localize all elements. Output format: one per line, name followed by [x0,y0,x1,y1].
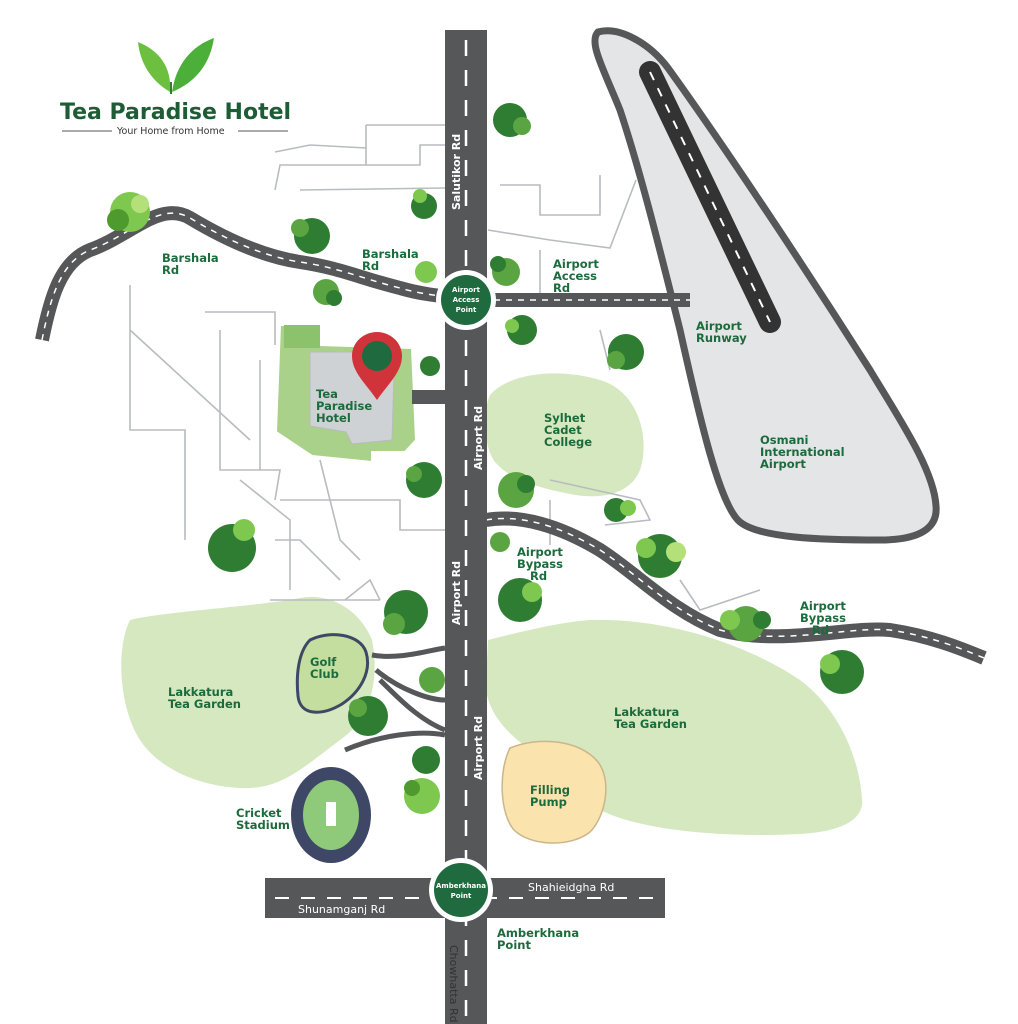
access-badge-line-1: Airport [452,286,481,294]
hotel-label-2: Paradise [316,399,372,413]
bypass-right-label-2: Bypass [800,611,846,625]
airport-road-label-upper: Airport Rd [472,406,485,470]
golf-label-2: Club [310,667,339,681]
osmani-label-2: International [760,445,845,459]
airport-runway [639,61,781,333]
bypass-right-label-1: Airport [800,599,846,613]
golf-club-area [295,633,369,714]
amberkhana-label-2: Point [497,938,531,952]
airport-access-label-3: Rd [553,281,570,295]
tree-icon [498,472,535,508]
barshala-road [35,206,461,342]
map-pin-icon[interactable] [352,332,402,400]
airport-road-label-lower: Airport Rd [472,716,485,780]
golf-connector-roads [344,645,446,753]
tree-icon [404,746,440,814]
pump-label-2: Pump [530,795,567,809]
hotel-label-3: Hotel [316,411,351,425]
cadet-label-1: Sylhet [544,411,586,425]
brand-tagline: Your Home from Home [116,126,225,137]
airport-bypass-road [484,511,987,665]
salutikor-road-label: Salutikor Rd [450,134,463,210]
tree-icon [107,192,150,232]
tree-icon [208,519,256,572]
runway-label-2: Runway [696,331,747,345]
tree-icon [383,590,428,635]
hotel-logo: Tea Paradise Hotel Your Home from Home [60,38,291,137]
airport-access-point-badge[interactable]: Airport Access Point [436,270,496,330]
runway-label-1: Airport [696,319,742,333]
tree-icon [420,356,440,376]
cadet-label-2: Cadet [544,423,582,437]
tree-icon [498,578,542,622]
bypass-mid-label-2: Bypass [517,557,563,571]
chowhatta-road-label: Chowhatta Rd [447,945,460,1023]
tea-left-label-2: Tea Garden [168,697,241,711]
pump-label-1: Filling [530,783,570,797]
shahieidgha-road-label: Shahieidgha Rd [528,881,614,894]
tea-right-label-2: Tea Garden [614,717,687,731]
amber-badge-line-1: Amberkhana [436,882,486,890]
access-badge-line-2: Access [453,296,480,304]
osmani-label-1: Osmani [760,433,809,447]
tree-icon [348,696,388,736]
tree-icon [493,103,531,137]
stadium-label-1: Cricket [236,806,282,820]
tree-icon [604,498,636,522]
stadium-label-2: Stadium [236,818,290,832]
bypass-mid-label-1: Airport [517,545,563,559]
hotel-label-1: Tea [316,387,338,401]
tea-left-label-1: Lakkatura [168,685,233,699]
cadet-label-3: College [544,435,592,449]
tree-icon [505,315,537,345]
airport-access-label-1: Airport [553,257,599,271]
hotel-access-road [412,390,448,404]
bypass-mid-label-3: Rd [530,569,547,583]
barshala-mid-label-2: Rd [362,259,379,273]
minor-roads [129,124,761,611]
shunamganj-road-label: Shunamganj Rd [298,903,385,916]
barshala-left-label-1: Barshala [162,251,219,265]
amberkhana-point-badge[interactable]: Amberkhana Point [429,858,493,922]
bypass-right-label-3: Rd [812,623,829,637]
airport-access-label-2: Access [553,269,597,283]
tree-icon [406,462,442,498]
tree-icon [607,334,644,370]
leaf-icon [138,42,171,92]
golf-label-1: Golf [310,655,337,669]
area-labels: Barshala Rd Barshala Rd Airport Access R… [162,247,846,952]
tree-icon [291,218,330,254]
leaf-icon-2 [172,38,214,92]
tree-icon [419,667,445,693]
tree-icon [415,261,437,283]
tree-icon [490,256,520,286]
airport-road-label-middle: Airport Rd [450,561,463,625]
brand-name: Tea Paradise Hotel [60,100,291,125]
tree-icon [636,534,686,578]
tree-icon [411,189,437,219]
tree-icon [720,606,771,642]
cricket-stadium [291,767,371,863]
airport-area [591,27,940,544]
barshala-mid-label-1: Barshala [362,247,419,261]
osmani-label-3: Airport [760,457,806,471]
amber-badge-line-2: Point [451,892,472,900]
tree-icon [490,532,510,552]
tea-right-label-1: Lakkatura [614,705,679,719]
tree-icon [313,279,342,306]
amberkhana-label-1: Amberkhana [497,926,579,940]
cadet-college-area [485,373,644,497]
barshala-left-label-2: Rd [162,263,179,277]
access-badge-line-3: Point [456,306,477,314]
trees [107,103,864,814]
filling-pump-area [501,740,607,844]
tree-icon [820,650,864,694]
